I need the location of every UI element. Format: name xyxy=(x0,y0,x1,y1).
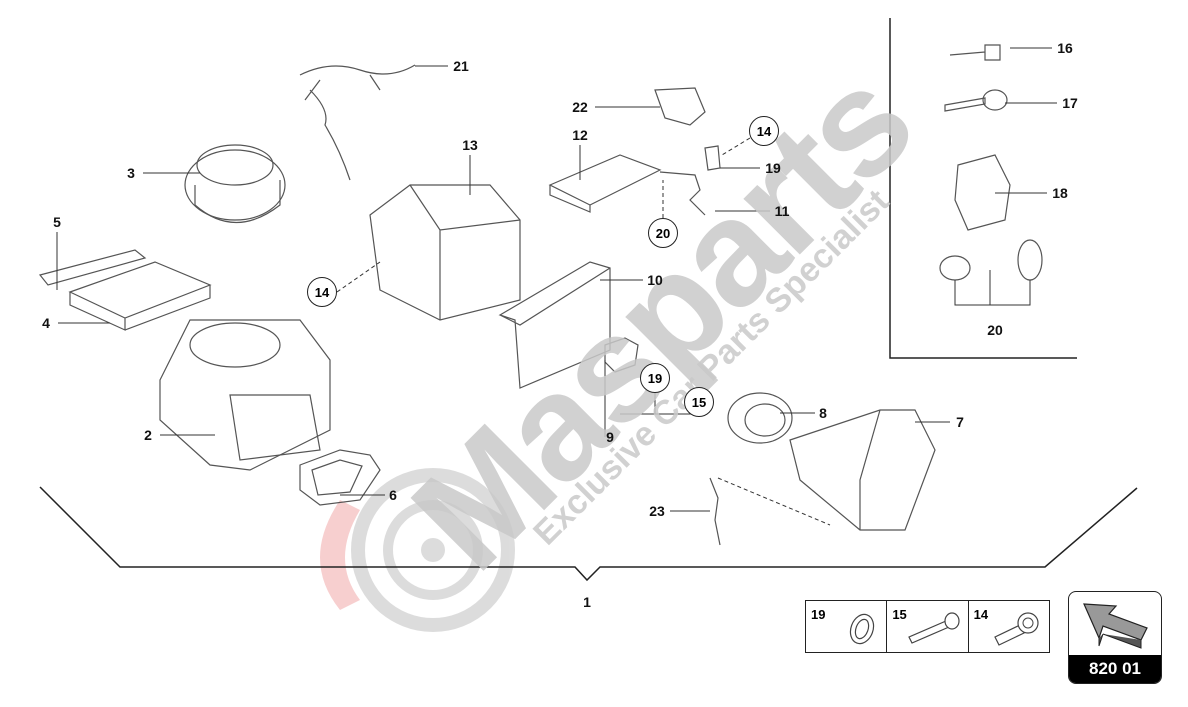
wiring-harness-21 xyxy=(299,64,416,181)
callout-20[interactable]: 20 xyxy=(648,218,678,248)
label-part-1[interactable]: 1 xyxy=(583,594,591,610)
fastener-cell-15[interactable]: 15 xyxy=(887,601,969,652)
label-part-5[interactable]: 5 xyxy=(53,214,61,230)
blower-motor-3 xyxy=(184,144,286,223)
seal-frame-6 xyxy=(299,449,381,506)
label-part-11[interactable]: 11 xyxy=(774,203,790,219)
pipe-11 xyxy=(659,171,706,216)
label-part-16[interactable]: 16 xyxy=(1057,40,1073,56)
label-part-23[interactable]: 23 xyxy=(649,503,665,519)
callout-14[interactable]: 14 xyxy=(749,116,779,146)
filter-holder-5 xyxy=(38,249,147,286)
fastener-number: 15 xyxy=(892,607,907,622)
label-part-12[interactable]: 12 xyxy=(572,127,588,143)
label-part-20[interactable]: 20 xyxy=(987,322,1003,338)
callout-19[interactable]: 19 xyxy=(640,363,670,393)
heater-housing-13 xyxy=(369,184,521,321)
fastener-cell-14[interactable]: 14 xyxy=(969,601,1049,652)
label-part-10[interactable]: 10 xyxy=(647,272,663,288)
washer-icon xyxy=(850,613,875,645)
evaporator-10 xyxy=(498,261,611,389)
arrow-up-left-icon xyxy=(1083,603,1148,649)
fastener-table: 19 15 14 xyxy=(805,600,1050,653)
label-part-8[interactable]: 8 xyxy=(819,405,827,421)
servo-motor-18 xyxy=(954,154,1011,231)
screw-icon xyxy=(994,612,1039,646)
blower-8 xyxy=(727,392,793,444)
fastener-number: 19 xyxy=(811,607,826,622)
label-part-13[interactable]: 13 xyxy=(462,137,478,153)
fastener-number: 14 xyxy=(973,607,989,622)
sensor-16 xyxy=(949,44,1001,61)
fastener-cell-19[interactable]: 19 xyxy=(806,601,888,652)
label-part-22[interactable]: 22 xyxy=(572,99,588,115)
diagram-code: 820 01 xyxy=(1069,655,1161,683)
label-part-6[interactable]: 6 xyxy=(389,487,397,503)
bolt-icon xyxy=(907,612,960,644)
label-part-19[interactable]: 19 xyxy=(765,160,781,176)
panel-frame xyxy=(889,18,1077,359)
watermark-disc-logo xyxy=(320,468,515,632)
heater-core-12 xyxy=(548,154,662,213)
label-part-9[interactable]: 9 xyxy=(606,429,614,445)
cabin-filter-4 xyxy=(68,261,212,331)
blower-housing-2 xyxy=(159,319,331,471)
callout-14[interactable]: 14 xyxy=(307,277,337,307)
label-part-7[interactable]: 7 xyxy=(956,414,964,430)
label-part-3[interactable]: 3 xyxy=(127,165,135,181)
assembly-bracket xyxy=(39,486,1138,582)
label-part-2[interactable]: 2 xyxy=(144,427,152,443)
callout-15[interactable]: 15 xyxy=(684,387,714,417)
label-part-21[interactable]: 21 xyxy=(453,58,469,74)
label-part-18[interactable]: 18 xyxy=(1052,185,1068,201)
air-distribution-housing-7 xyxy=(789,409,936,531)
label-part-4[interactable]: 4 xyxy=(42,315,50,331)
label-part-17[interactable]: 17 xyxy=(1062,95,1078,111)
sensor-23 xyxy=(709,477,721,546)
bracket-22 xyxy=(654,87,706,126)
actuator-rod-17 xyxy=(944,89,1008,112)
navigation-button[interactable]: 820 01 xyxy=(1068,591,1162,684)
